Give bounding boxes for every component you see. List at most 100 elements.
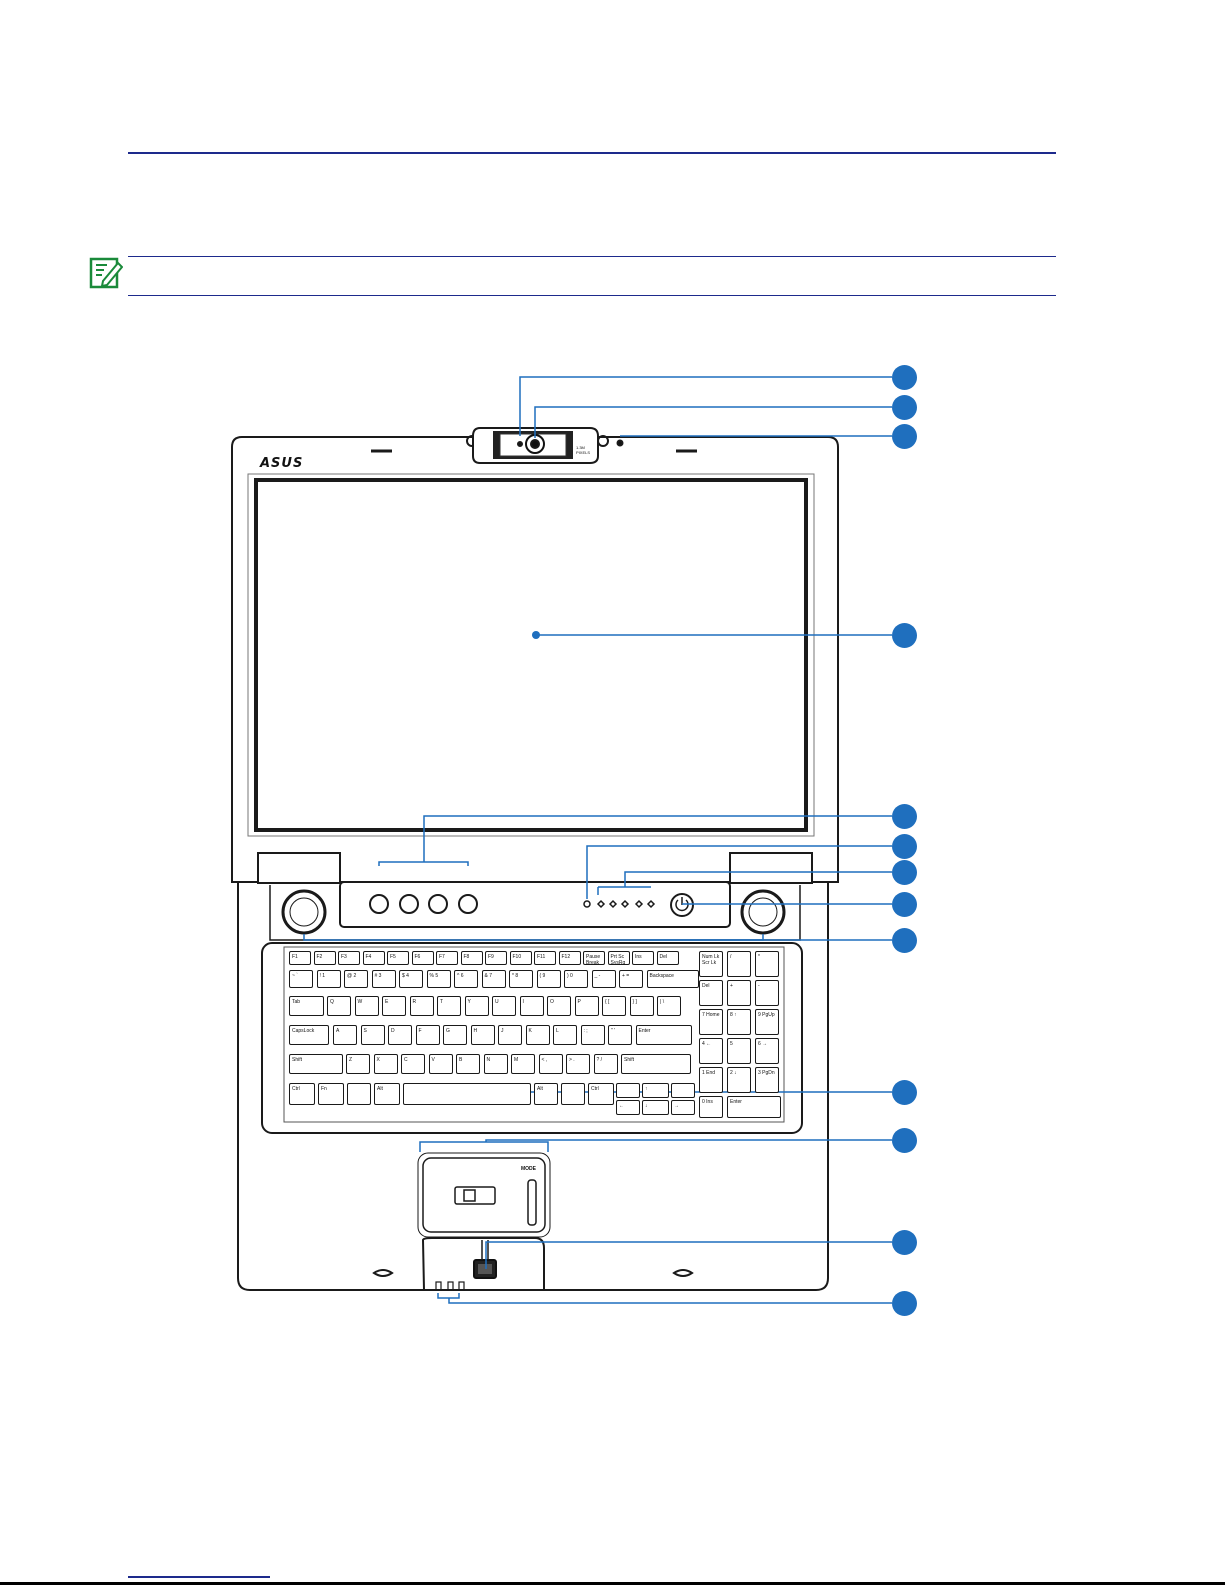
blank-key-2[interactable] [671, 1083, 695, 1098]
bottom-row-key-7[interactable]: < , [538, 1054, 563, 1074]
bottom-row-key-0[interactable]: Z [346, 1054, 370, 1074]
qwerty-key-3[interactable]: R [409, 996, 434, 1016]
bottom-row-key-5[interactable]: N [483, 1054, 508, 1074]
arrow-right-key[interactable]: → [671, 1100, 695, 1115]
number-key-5[interactable]: % 5 [426, 970, 451, 988]
fkey-5[interactable]: F6 [411, 951, 434, 965]
numpad-multiply-key[interactable]: * [755, 951, 779, 977]
fkey-10[interactable]: F11 [534, 951, 556, 965]
home-row-key-6[interactable]: J [498, 1025, 522, 1045]
number-key-3[interactable]: # 3 [371, 970, 396, 988]
right-alt-key[interactable]: Alt [534, 1083, 558, 1105]
qwerty-key-9[interactable]: P [574, 996, 599, 1016]
numpad-key-0-0[interactable]: 7 Home [699, 1009, 723, 1035]
numpad-minus-key[interactable]: - [755, 980, 779, 1006]
fkey-12[interactable]: Pause Break [583, 951, 605, 965]
fkey-0[interactable]: F1 [289, 951, 311, 965]
fkey-8[interactable]: F9 [485, 951, 507, 965]
fkey-14[interactable]: Ins [632, 951, 654, 965]
fkey-2[interactable]: F3 [338, 951, 360, 965]
number-key-6[interactable]: ^ 6 [454, 970, 478, 988]
qwerty-key-8[interactable]: O [547, 996, 571, 1016]
qwerty-key-7[interactable]: I [519, 996, 544, 1016]
numpad-key-1-2[interactable]: 6 → [755, 1038, 779, 1064]
number-key-4[interactable]: $ 4 [399, 970, 423, 988]
qwerty-key-4[interactable]: T [437, 996, 461, 1016]
numpad-zero-key[interactable]: 0 Ins [699, 1096, 723, 1118]
fkey-7[interactable]: F8 [460, 951, 483, 965]
fkey-9[interactable]: F10 [509, 951, 532, 965]
tab-key[interactable]: Tab [289, 996, 324, 1016]
numpad-key-0-2[interactable]: 9 PgUp [755, 1009, 779, 1035]
windows-key[interactable] [347, 1083, 371, 1105]
qwerty-key-5[interactable]: Y [464, 996, 489, 1016]
left-ctrl-key[interactable]: Ctrl [289, 1083, 315, 1105]
home-row-key-3[interactable]: F [415, 1025, 440, 1045]
numpad-enter-key[interactable]: Enter [727, 1096, 781, 1118]
fkey-4[interactable]: F5 [387, 951, 409, 965]
fn-key[interactable]: Fn [318, 1083, 344, 1105]
numpad-key-1-1[interactable]: 5 [727, 1038, 751, 1064]
arrow-up-key[interactable]: ↑ [642, 1083, 669, 1098]
home-row-key-10[interactable]: " ' [608, 1025, 632, 1045]
number-key-11[interactable]: _ - [591, 970, 616, 988]
home-row-key-0[interactable]: A [333, 1025, 357, 1045]
number-key-0[interactable]: ~ ` [289, 970, 313, 988]
qwerty-key-1[interactable]: W [354, 996, 379, 1016]
home-row-key-2[interactable]: D [388, 1025, 412, 1045]
fkey-15[interactable]: Del [656, 951, 679, 965]
blank-key-1[interactable] [616, 1083, 640, 1098]
bottom-row-key-2[interactable]: C [401, 1054, 425, 1074]
fkey-11[interactable]: F12 [558, 951, 581, 965]
numpad-key-2-1[interactable]: 2 ↓ [727, 1067, 751, 1093]
qwerty-key-0[interactable]: Q [327, 996, 351, 1016]
numpad-divide-key[interactable]: / [727, 951, 751, 977]
arrow-left-key[interactable]: ← [616, 1100, 640, 1115]
backspace-key[interactable]: Backspace [646, 970, 699, 988]
numpad-del-key[interactable]: Del [699, 980, 723, 1006]
home-row-key-5[interactable]: H [470, 1025, 495, 1045]
enter-key[interactable]: Enter [635, 1025, 692, 1045]
numpad-key-2-2[interactable]: 3 PgDn [755, 1067, 779, 1093]
home-row-key-8[interactable]: L [553, 1025, 577, 1045]
left-shift-key[interactable]: Shift [289, 1054, 343, 1074]
home-row-key-4[interactable]: G [443, 1025, 467, 1045]
capslock-key[interactable]: CapsLock [289, 1025, 329, 1045]
number-key-1[interactable]: ! 1 [316, 970, 341, 988]
fkey-13[interactable]: Prt Sc SysRq [607, 951, 630, 965]
spacebar-key[interactable] [403, 1083, 531, 1105]
numpad-key-2-0[interactable]: 1 End [699, 1067, 723, 1093]
qwerty-key-12[interactable]: | \ [657, 996, 681, 1016]
number-key-7[interactable]: & 7 [481, 970, 506, 988]
bottom-row-key-4[interactable]: B [456, 1054, 480, 1074]
numpad-key-0-1[interactable]: 8 ↑ [727, 1009, 751, 1035]
fkey-6[interactable]: F7 [436, 951, 458, 965]
number-key-12[interactable]: + = [619, 970, 643, 988]
bottom-row-key-1[interactable]: X [373, 1054, 398, 1074]
bottom-row-key-8[interactable]: > . [566, 1054, 590, 1074]
number-key-9[interactable]: ( 9 [536, 970, 561, 988]
qwerty-key-11[interactable]: } ] [629, 996, 654, 1016]
number-key-8[interactable]: * 8 [509, 970, 533, 988]
bottom-row-key-6[interactable]: M [511, 1054, 535, 1074]
qwerty-key-2[interactable]: E [382, 996, 406, 1016]
right-shift-key[interactable]: Shift [621, 1054, 691, 1074]
numpad-key-1-0[interactable]: 4 ← [699, 1038, 723, 1064]
arrow-down-key[interactable]: ↓ [642, 1100, 669, 1115]
menu-key[interactable] [561, 1083, 585, 1105]
number-key-2[interactable]: @ 2 [344, 970, 368, 988]
qwerty-key-10[interactable]: { [ [602, 996, 626, 1016]
home-row-key-7[interactable]: K [525, 1025, 550, 1045]
numlock-key[interactable]: Num Lk Scr Lk [699, 951, 723, 977]
home-row-key-1[interactable]: S [360, 1025, 385, 1045]
left-alt-key[interactable]: Alt [374, 1083, 400, 1105]
numpad-plus-key[interactable]: + [727, 980, 751, 1006]
fkey-3[interactable]: F4 [362, 951, 385, 965]
home-row-key-9[interactable]: : ; [580, 1025, 605, 1045]
right-ctrl-key[interactable]: Ctrl [588, 1083, 614, 1105]
number-key-10[interactable]: ) 0 [564, 970, 588, 988]
bottom-row-key-3[interactable]: V [428, 1054, 453, 1074]
bottom-row-key-9[interactable]: ? / [593, 1054, 618, 1074]
fkey-1[interactable]: F2 [313, 951, 336, 965]
qwerty-key-6[interactable]: U [492, 996, 516, 1016]
